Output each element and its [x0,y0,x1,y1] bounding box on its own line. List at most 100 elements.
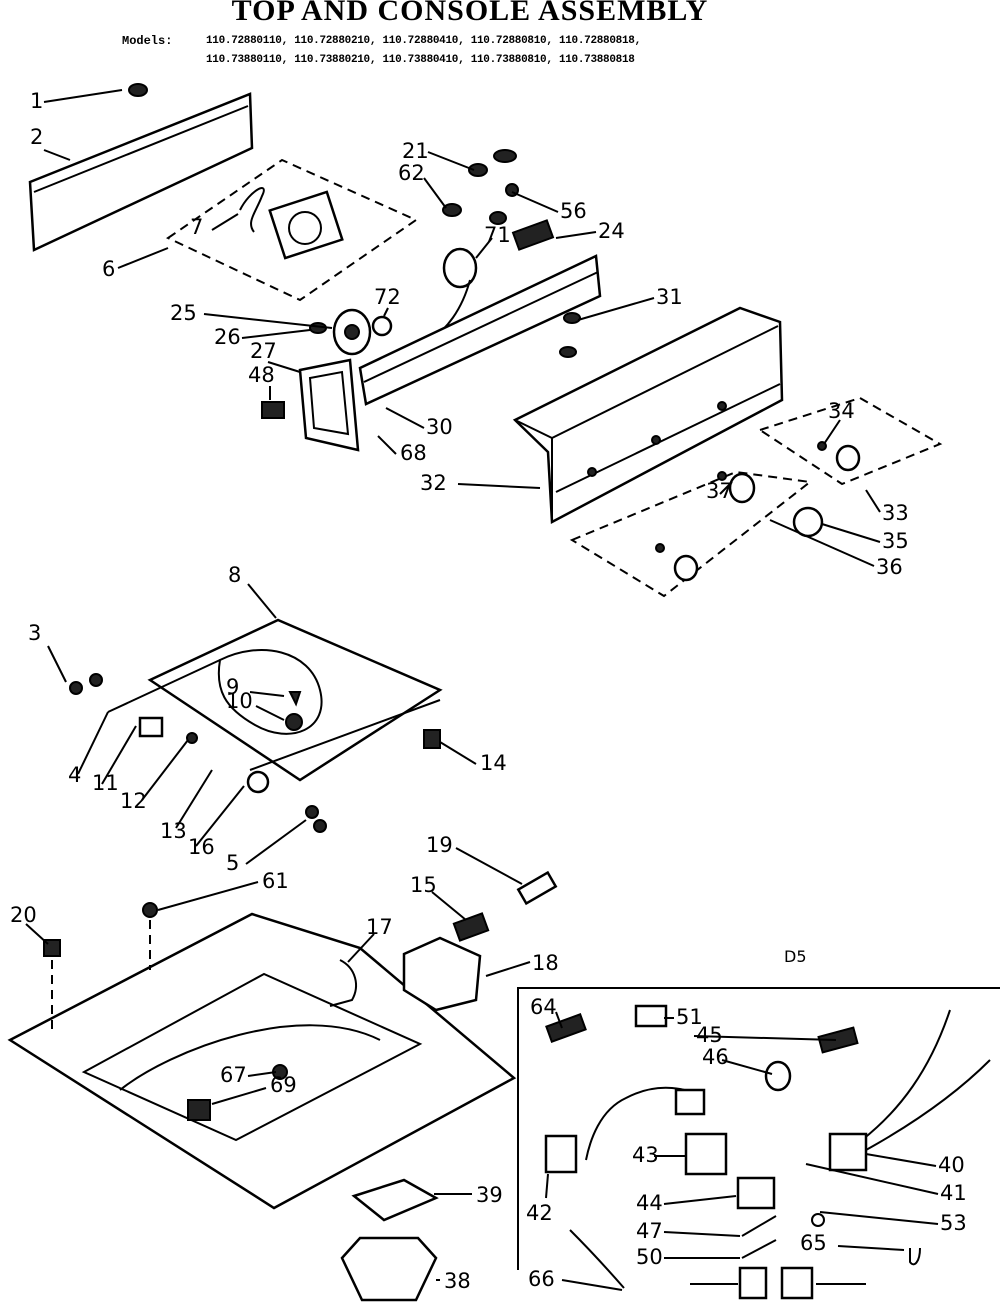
model-number: 110.73880810 [470,54,547,66]
part-callout-number: 36 [876,555,903,579]
leader-line [457,483,541,489]
leader-line [721,1059,773,1075]
models-row-2: 110.73880110, 110.73880210, 110.73880410… [206,54,635,66]
part-callout-number: 48 [248,363,275,387]
dashed-knob-area [569,470,813,598]
leader-line [545,1173,549,1199]
part-callout-number: 4 [68,763,81,787]
part-callout-number: 53 [940,1211,967,1235]
model-number: 110.72880110 [206,35,282,47]
leader-line [157,881,259,911]
page-title: TOP AND CONSOLE ASSEMBLY [231,0,709,27]
inset-label: D5 [784,947,807,966]
small-dial-part [371,315,393,337]
leader-lines [25,89,939,1291]
knob-part [835,444,861,472]
leader-line [385,407,425,429]
leader-line [769,519,875,567]
switch-part [817,1026,859,1054]
capacitor-part [684,1132,728,1176]
part-callout-number: 62 [398,161,425,185]
part-callout-number: 11 [92,771,119,795]
screw-part [489,211,507,225]
part-callout-number: 31 [656,285,683,309]
screw-part [442,203,462,217]
screw-part [468,163,488,177]
leader-line [77,711,109,775]
connector-part [828,1132,868,1172]
part-callout-number: 16 [188,835,215,859]
switch-part [511,219,555,251]
part-callout-number: 66 [528,1267,555,1291]
console-back-panel [28,92,254,252]
hinge-rod-part [249,699,441,771]
part-callout-number: 65 [800,1231,827,1255]
leader-line [837,1245,905,1251]
model-number: 110.72880810 [470,35,547,47]
leader-line [555,1011,563,1029]
leader-line [439,741,477,765]
part-callout-number: 56 [560,199,587,223]
screw-part [493,149,517,163]
part-callout-number: 64 [530,995,557,1019]
screw-part [305,805,319,819]
leader-line [101,725,137,785]
model-number: 110.73880210 [294,54,370,66]
bracket-part [351,1178,439,1222]
pin-part [741,1215,777,1237]
part-callout-number: 42 [526,1201,553,1225]
part-callout-number: 71 [484,223,511,247]
screw-part [142,902,158,918]
part-callout-number: 2 [30,125,43,149]
leader-line [561,1279,623,1291]
part-callout-number: 25 [170,301,197,325]
leader-line [719,481,733,495]
part-callout-number: 51 [676,1005,703,1029]
leader-line [383,307,389,317]
part-callout-number: 30 [426,415,453,439]
connector-part [544,1134,578,1174]
part-callout-number: 46 [702,1045,729,1069]
leader-line [865,489,881,513]
part-callout-number: 17 [366,915,393,939]
leader-line [175,769,213,829]
part-callout-number: 1 [30,89,43,113]
part-callout-number: 61 [262,869,289,893]
bracket-part [402,936,482,1012]
knob-part [442,247,478,289]
leader-line [195,785,245,847]
leader-line [423,177,447,209]
part-callout-number: 39 [476,1183,503,1207]
part-callout-number: 72 [374,285,401,309]
part-callout-number: 32 [420,471,447,495]
leader-line [211,213,239,231]
leader-line [43,89,123,103]
leader-line [663,1231,741,1237]
part-callout-number: 19 [426,833,453,857]
leader-line [577,297,655,321]
part-callout-number: 35 [882,529,909,553]
leader-line [247,583,277,619]
leader-line [211,1087,267,1105]
models-row-1: 110.72880110, 110.72880210, 110.72880410… [206,35,641,47]
part-callout-number: 38 [444,1269,471,1293]
part-callout-number: 41 [940,1181,967,1205]
callout-labels: 1267216256247125722627483068313234373335… [10,89,967,1293]
leader-line [485,961,531,977]
part-callout-number: 12 [120,789,147,813]
leader-line [117,247,169,269]
pin-part [741,1239,777,1259]
screw-part [89,673,103,687]
tub-opening [81,972,423,1142]
part-callout-number: 34 [828,399,855,423]
clip-part [187,1099,211,1121]
part-callout-number: 8 [228,563,241,587]
leader-line [511,191,559,213]
part-callout-number: 40 [938,1153,965,1177]
part-callout-number: 44 [636,1191,663,1215]
leader-line [47,645,67,683]
leader-line [203,313,333,329]
leader-line [25,923,49,945]
